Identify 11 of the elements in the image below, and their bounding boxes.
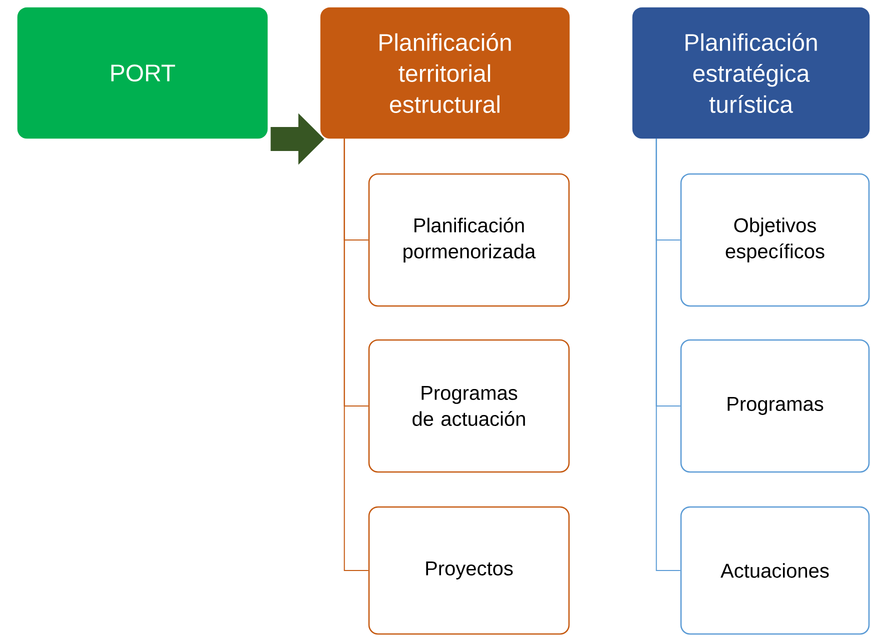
process-box: Planificación estratégica turística: [632, 7, 870, 139]
sub-box: Proyectos: [368, 506, 570, 635]
sub-box: Objetivos específicos: [680, 173, 870, 307]
connector-line: [656, 138, 681, 571]
sub-box: Actuaciones: [680, 506, 870, 635]
sub-box: Programas: [680, 339, 870, 473]
sub-box: Programas de actuación: [368, 339, 570, 473]
sub-box: Planificación pormenorizada: [368, 173, 570, 307]
process-box: Planificación territorial estructural: [320, 7, 570, 139]
connector-line: [344, 138, 369, 571]
process-box: PORT: [17, 7, 268, 139]
